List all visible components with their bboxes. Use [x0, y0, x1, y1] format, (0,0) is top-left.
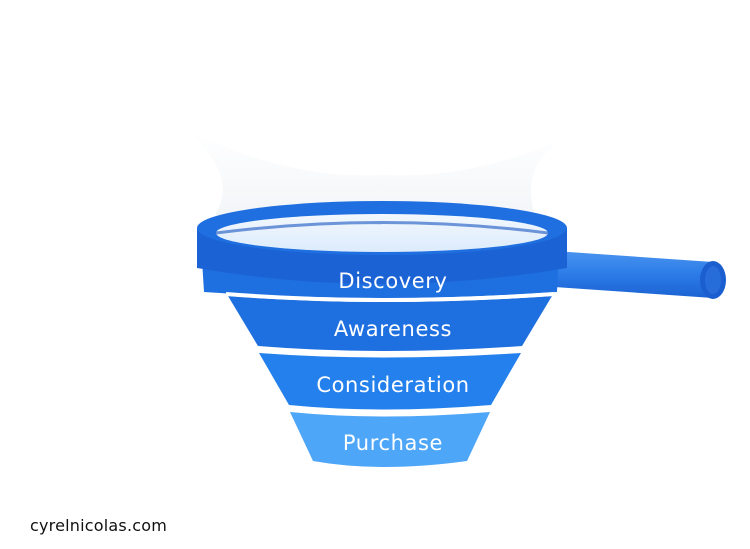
- stage-label-consideration: Consideration: [316, 373, 469, 397]
- stage-label-awareness: Awareness: [334, 317, 452, 341]
- funnel-band-consideration: [259, 353, 521, 410]
- funnel-band-purchase: [290, 412, 490, 467]
- band-separators: [225, 292, 555, 416]
- mist-decoration: [185, 130, 560, 215]
- funnel-handle: [540, 250, 726, 299]
- stage-label-purchase: Purchase: [343, 431, 443, 455]
- funnel-band-awareness: [228, 296, 552, 351]
- footer-credit: cyrelnicolas.com: [30, 516, 167, 535]
- funnel-rim: [197, 201, 567, 284]
- stage-label-discovery: Discovery: [338, 269, 447, 293]
